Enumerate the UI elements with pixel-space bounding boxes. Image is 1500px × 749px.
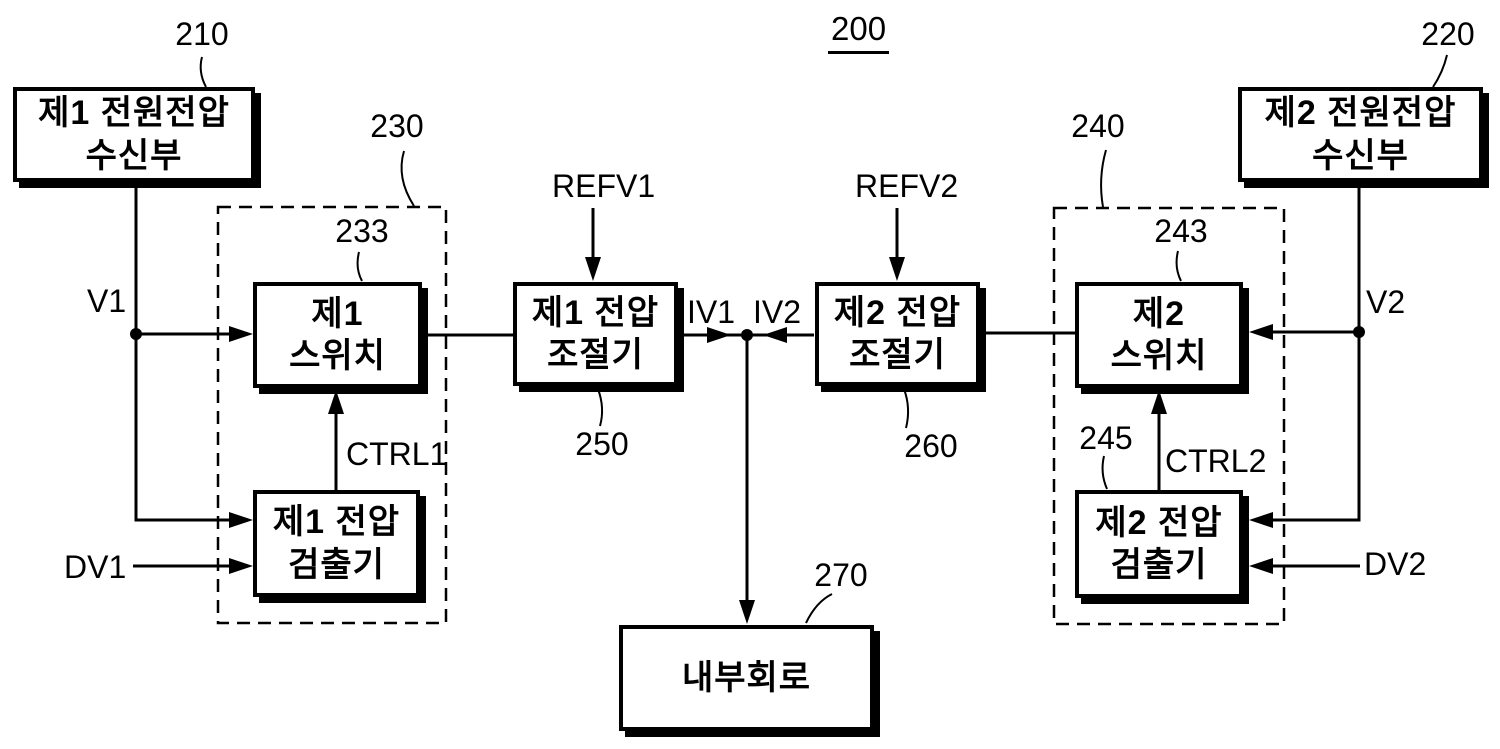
leader-230 <box>400 150 415 207</box>
v2-junction-dot <box>1353 326 1365 338</box>
signal-v1-label: V1 <box>87 283 127 319</box>
signal-refv2-label: REFV2 <box>855 168 959 204</box>
ref-210: 210 <box>175 16 229 52</box>
block-internal-circuit: 내부회로 <box>619 625 874 731</box>
ref-233: 233 <box>335 213 389 249</box>
ref-270: 270 <box>814 557 868 593</box>
refv1-arrowhead <box>585 257 601 281</box>
v2-connection-lines <box>1268 180 1361 568</box>
iv1-arrowhead <box>707 327 731 343</box>
leader-210 <box>199 56 207 88</box>
v1-to-switch1-arrowhead <box>229 326 253 342</box>
v2-to-detector2-arrowhead <box>1249 512 1273 528</box>
ref-220: 220 <box>1421 16 1475 52</box>
ref-250: 250 <box>575 426 629 462</box>
switch-group2-dashed-box <box>1052 206 1286 626</box>
block-second-voltage-detector: 제2 전압 검출기 <box>1075 490 1243 598</box>
ref-243: 243 <box>1154 213 1208 249</box>
v1-to-detector1-arrowhead <box>229 512 253 528</box>
figure-number: 200 <box>828 10 890 54</box>
signal-iv2-label: IV2 <box>753 294 802 330</box>
ref-230: 230 <box>370 108 424 144</box>
iv2-arrowhead <box>763 327 787 343</box>
dv1-arrowhead <box>229 558 253 574</box>
switch-group1-dashed-box <box>216 205 448 625</box>
ref-260: 260 <box>904 428 958 464</box>
block-first-switch: 제1 스위치 <box>253 282 422 388</box>
leader-260 <box>903 388 910 429</box>
block-second-power-voltage-receiver: 제2 전원전압 수신부 <box>1238 87 1483 182</box>
ref-240: 240 <box>1071 108 1125 144</box>
ctrl2-arrowhead <box>1151 390 1167 414</box>
signal-ctrl2-label: CTRL2 <box>1165 443 1267 479</box>
block-second-switch: 제2 스위치 <box>1075 282 1243 388</box>
ctrl1-arrowhead <box>328 390 344 414</box>
refv2-arrowhead <box>889 257 905 281</box>
leader-250 <box>597 388 604 427</box>
v2-to-switch2-arrowhead <box>1249 324 1273 340</box>
leader-240 <box>1100 149 1107 208</box>
leader-270 <box>805 593 833 624</box>
signal-ctrl1-label: CTRL1 <box>346 436 448 472</box>
signal-dv2-label: DV2 <box>1364 546 1427 582</box>
leader-233 <box>356 251 363 282</box>
ref-245: 245 <box>1079 420 1133 456</box>
arrowheads <box>130 257 1365 624</box>
block-second-voltage-regulator: 제2 전압 조절기 <box>815 282 980 386</box>
leader-220 <box>1432 54 1448 88</box>
signal-refv1-label: REFV1 <box>552 168 656 204</box>
signal-v2-label: V2 <box>1366 284 1406 320</box>
dv2-arrowhead <box>1249 558 1273 574</box>
v1-connection-lines <box>133 180 232 568</box>
signal-iv1-label: IV1 <box>687 294 736 330</box>
reference-leader-lines <box>199 54 1448 624</box>
block-first-voltage-regulator: 제1 전압 조절기 <box>513 282 678 386</box>
signal-dv1-label: DV1 <box>64 549 127 585</box>
leader-243 <box>1175 250 1182 282</box>
leader-245 <box>1101 455 1108 490</box>
v1-junction-dot <box>130 328 142 340</box>
block-first-power-voltage-receiver: 제1 전원전압 수신부 <box>13 87 255 182</box>
center-junction-dot <box>741 329 753 341</box>
block-first-voltage-detector: 제1 전압 검출기 <box>253 490 420 597</box>
internal-circuit-arrowhead <box>739 600 755 624</box>
